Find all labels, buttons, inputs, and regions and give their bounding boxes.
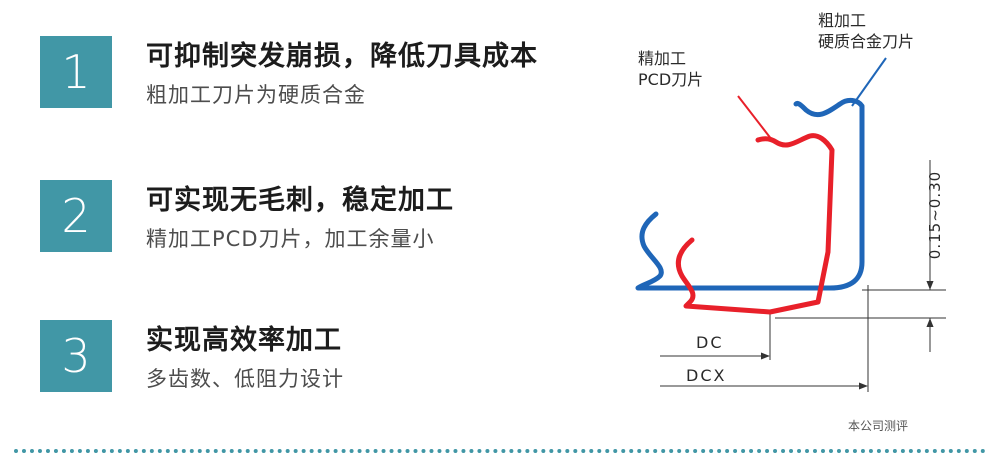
rough-insert-label-line2: 硬质合金刀片	[818, 32, 915, 51]
fine-insert-label-line1: 精加工	[638, 49, 687, 68]
feature-description: 粗加工刀片为硬质合金	[146, 83, 366, 107]
dc-dimension-label: DC	[696, 333, 724, 352]
fine-insert-profile	[675, 133, 835, 315]
insert-diagram: 粗加工 硬质合金刀片 精加工 PCD刀片 DC DCX 0.15~0.30 本公…	[600, 0, 1000, 445]
range-dimension-label: 0.15~0.30	[926, 170, 945, 260]
number-badge: 3	[40, 320, 112, 392]
feature-title: 可实现无毛刺，稳定加工	[146, 185, 454, 216]
feature-title: 实现高效率加工	[146, 325, 342, 356]
dotted-divider	[14, 449, 986, 453]
number-badge: 2	[40, 180, 112, 252]
rough-insert-callout: 粗加工 硬质合金刀片	[818, 10, 914, 52]
fine-insert-label-line2: PCD刀片	[638, 70, 704, 89]
test-note: 本公司测评	[848, 419, 909, 433]
number-badge: 1	[40, 36, 112, 108]
rough-leader-line	[851, 57, 887, 107]
feature-description: 多齿数、低阻力设计	[146, 367, 344, 391]
dcx-dimension-label: DCX	[686, 366, 727, 385]
feature-title: 可抑制突发崩损，降低刀具成本	[146, 41, 538, 72]
fine-insert-callout: 精加工 PCD刀片	[638, 48, 703, 90]
feature-description: 精加工PCD刀片，加工余量小	[146, 227, 435, 251]
insert-diagram-svg	[635, 57, 946, 392]
rough-insert-profile	[635, 97, 865, 291]
rough-insert-label-line1: 粗加工	[818, 11, 867, 30]
fine-leader-line	[737, 95, 773, 141]
